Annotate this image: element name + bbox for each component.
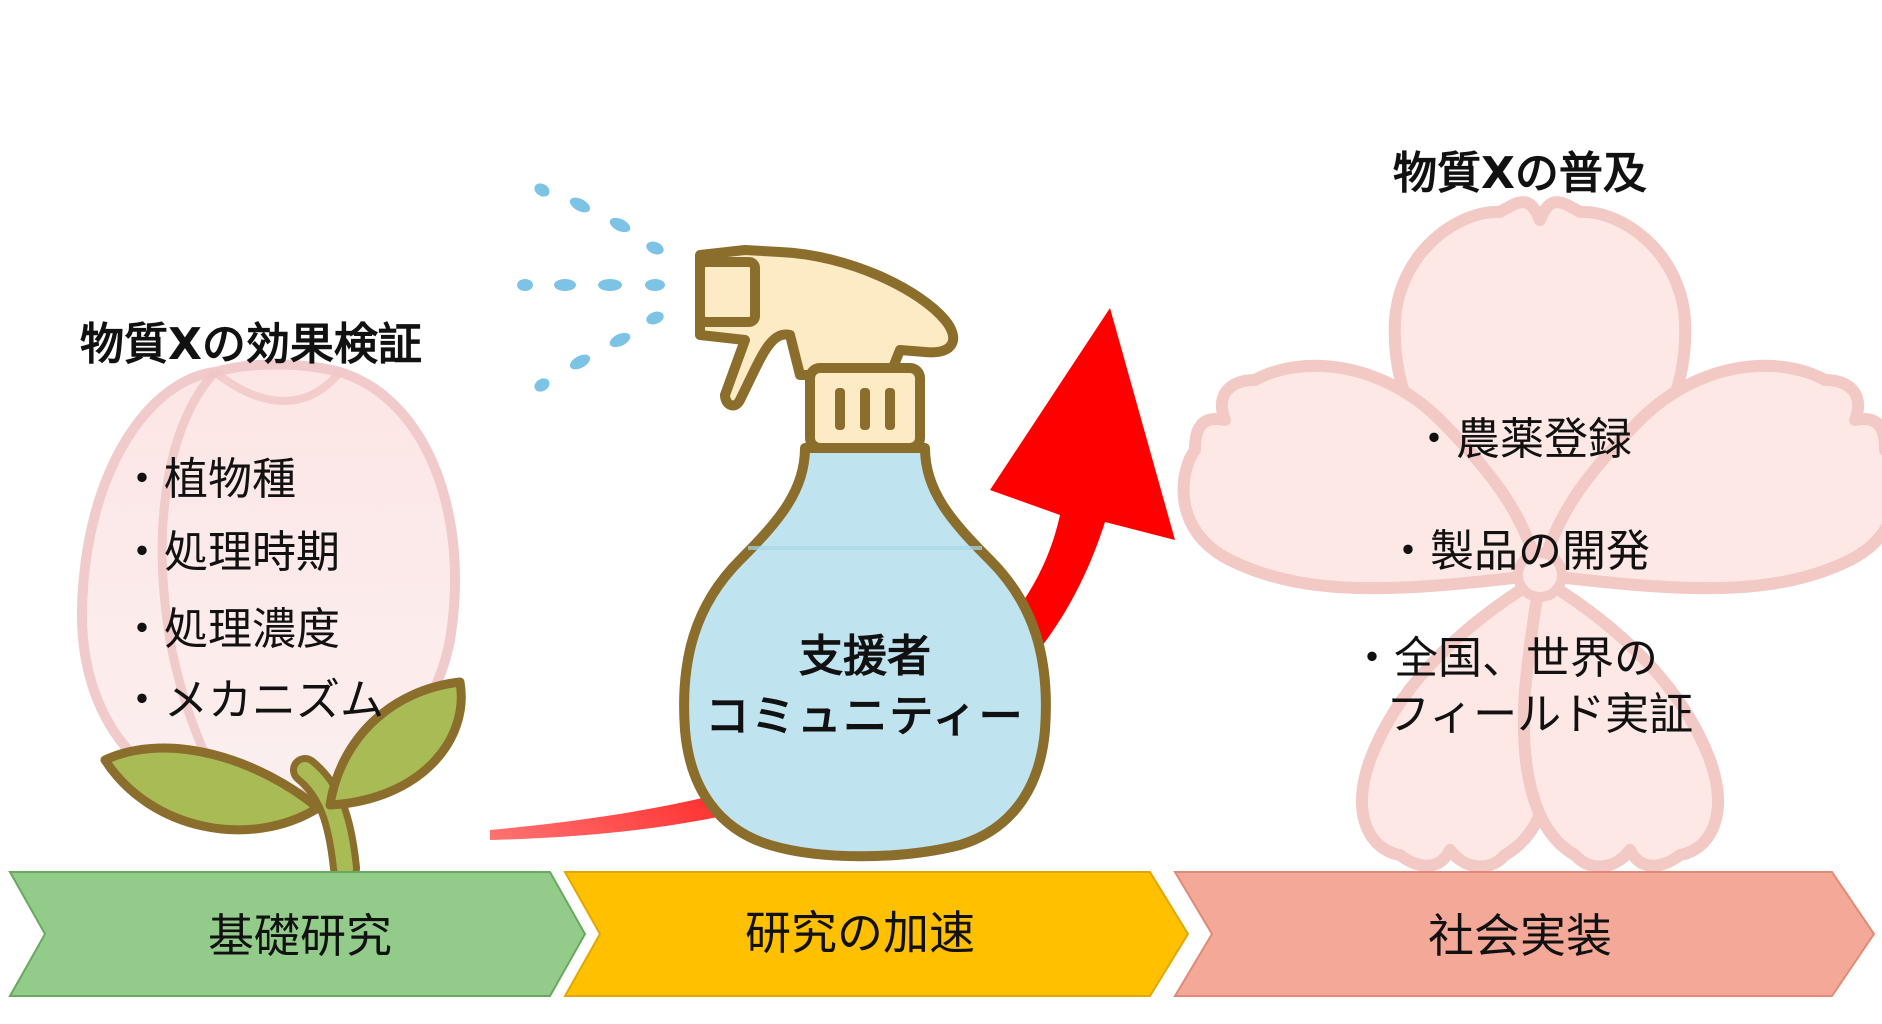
left-item-1: ・植物種: [120, 454, 296, 505]
bottle-label-line1: 支援者: [799, 631, 931, 682]
left-item-2: ・処理時期: [120, 527, 340, 578]
growth-arrow: [490, 308, 1175, 840]
stage-label-2: 研究の加速: [745, 906, 975, 960]
stage-label-1: 基礎研究: [208, 909, 392, 963]
sprout: [100, 677, 466, 883]
spray-bottle: [679, 245, 1051, 862]
stage-chevrons: [8, 871, 1876, 997]
cherry-blossom: [1177, 196, 1882, 873]
stage-chevron-2: [563, 871, 1190, 997]
right-item-2: ・製品の開発: [1386, 526, 1650, 577]
stage-chevron-1: [8, 871, 587, 997]
stage-chevron-3: [1173, 871, 1876, 997]
blossom-center: [1513, 548, 1567, 602]
spray-mist: [517, 183, 665, 392]
bottle-label-line2: コミュニティー: [705, 691, 1025, 742]
left-item-3: ・処理濃度: [120, 604, 340, 655]
left-title: 物質Xの効果検証: [80, 319, 422, 370]
right-item-4: フィールド実証: [1386, 689, 1694, 740]
left-item-4: ・メカニズム: [120, 675, 384, 726]
stage-label-3: 社会実装: [1428, 909, 1612, 963]
right-item-3: ・全国、世界の: [1350, 633, 1658, 684]
right-title: 物質Xの普及: [1393, 148, 1647, 199]
right-item-1: ・農薬登録: [1412, 414, 1632, 465]
